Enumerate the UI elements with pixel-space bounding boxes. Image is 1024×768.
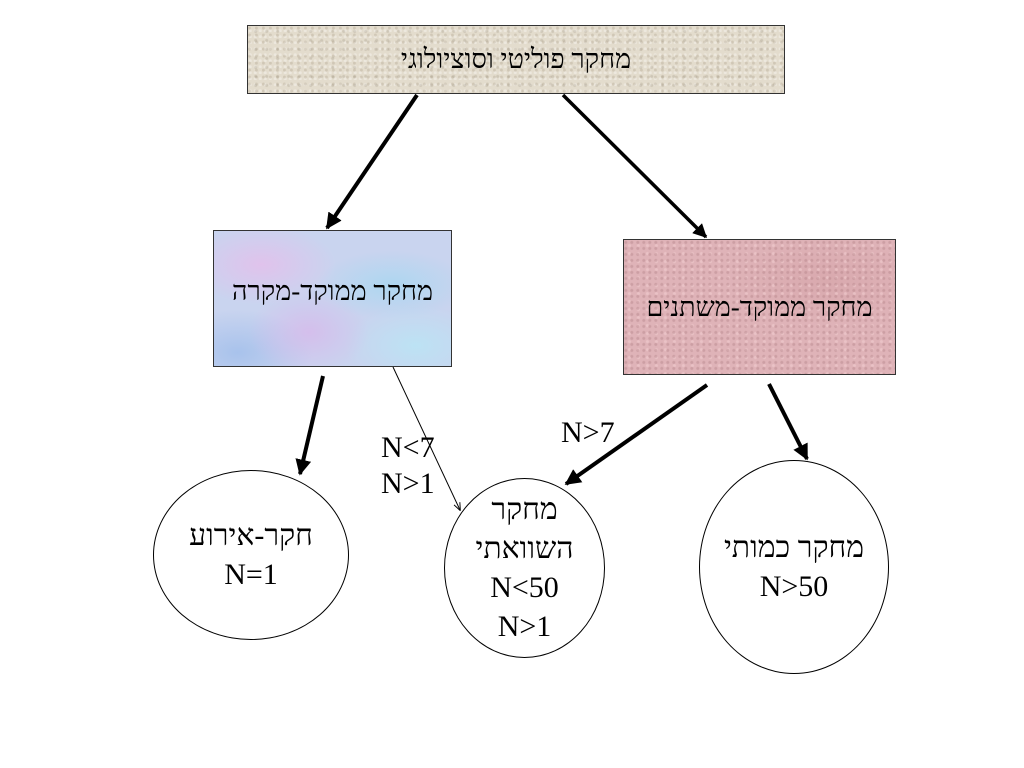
comparative-condition-1: N<50 bbox=[490, 571, 559, 604]
variable-oriented-label: מחקר ממוקד-משתנים bbox=[646, 291, 873, 322]
quantitative-title: מחקר כמותי bbox=[723, 531, 865, 564]
edge-label-n-less-7: N<7 bbox=[381, 431, 435, 464]
root-node-label: מחקר פוליטי וסוציולוגי bbox=[400, 44, 632, 74]
case-oriented-research-node: מחקר ממוקד-מקרה bbox=[213, 230, 452, 367]
quantitative-condition: N>50 bbox=[759, 570, 829, 603]
event-study-title: חקר-אירוע bbox=[189, 519, 313, 552]
case-oriented-label: מחקר ממוקד-מקרה bbox=[231, 276, 434, 306]
comparative-title-line2: השוואתי bbox=[475, 532, 574, 565]
arrow-root-to-case bbox=[325, 93, 419, 230]
variable-oriented-research-node: מחקר ממוקד-משתנים bbox=[623, 239, 896, 375]
event-study-node: חקר-אירוע N=1 bbox=[153, 470, 349, 640]
quantitative-research-node: מחקר כמותי N>50 bbox=[699, 460, 889, 674]
comparative-title-line1: מחקר bbox=[491, 493, 558, 526]
root-node-political-sociological-research: מחקר פוליטי וסוציולוגי bbox=[247, 25, 785, 94]
arrow-case-to-comparative bbox=[392, 366, 460, 510]
edge-label-case-to-comparative: N<7 N>1 bbox=[381, 430, 435, 502]
edge-label-n-greater-7: N>7 bbox=[561, 416, 615, 449]
edge-label-variable-to-comparative: N>7 bbox=[561, 415, 615, 451]
arrow-variable-to-quantitative bbox=[767, 383, 809, 461]
arrow-variable-to-comparative bbox=[564, 383, 709, 486]
edge-label-n-greater-1: N>1 bbox=[381, 467, 435, 500]
comparative-condition-2: N>1 bbox=[497, 610, 552, 643]
comparative-research-node: מחקר השוואתי N<50 N>1 bbox=[444, 478, 605, 658]
arrow-case-to-event bbox=[295, 375, 325, 476]
arrow-root-to-variable bbox=[561, 93, 708, 239]
event-study-condition: N=1 bbox=[224, 558, 278, 591]
